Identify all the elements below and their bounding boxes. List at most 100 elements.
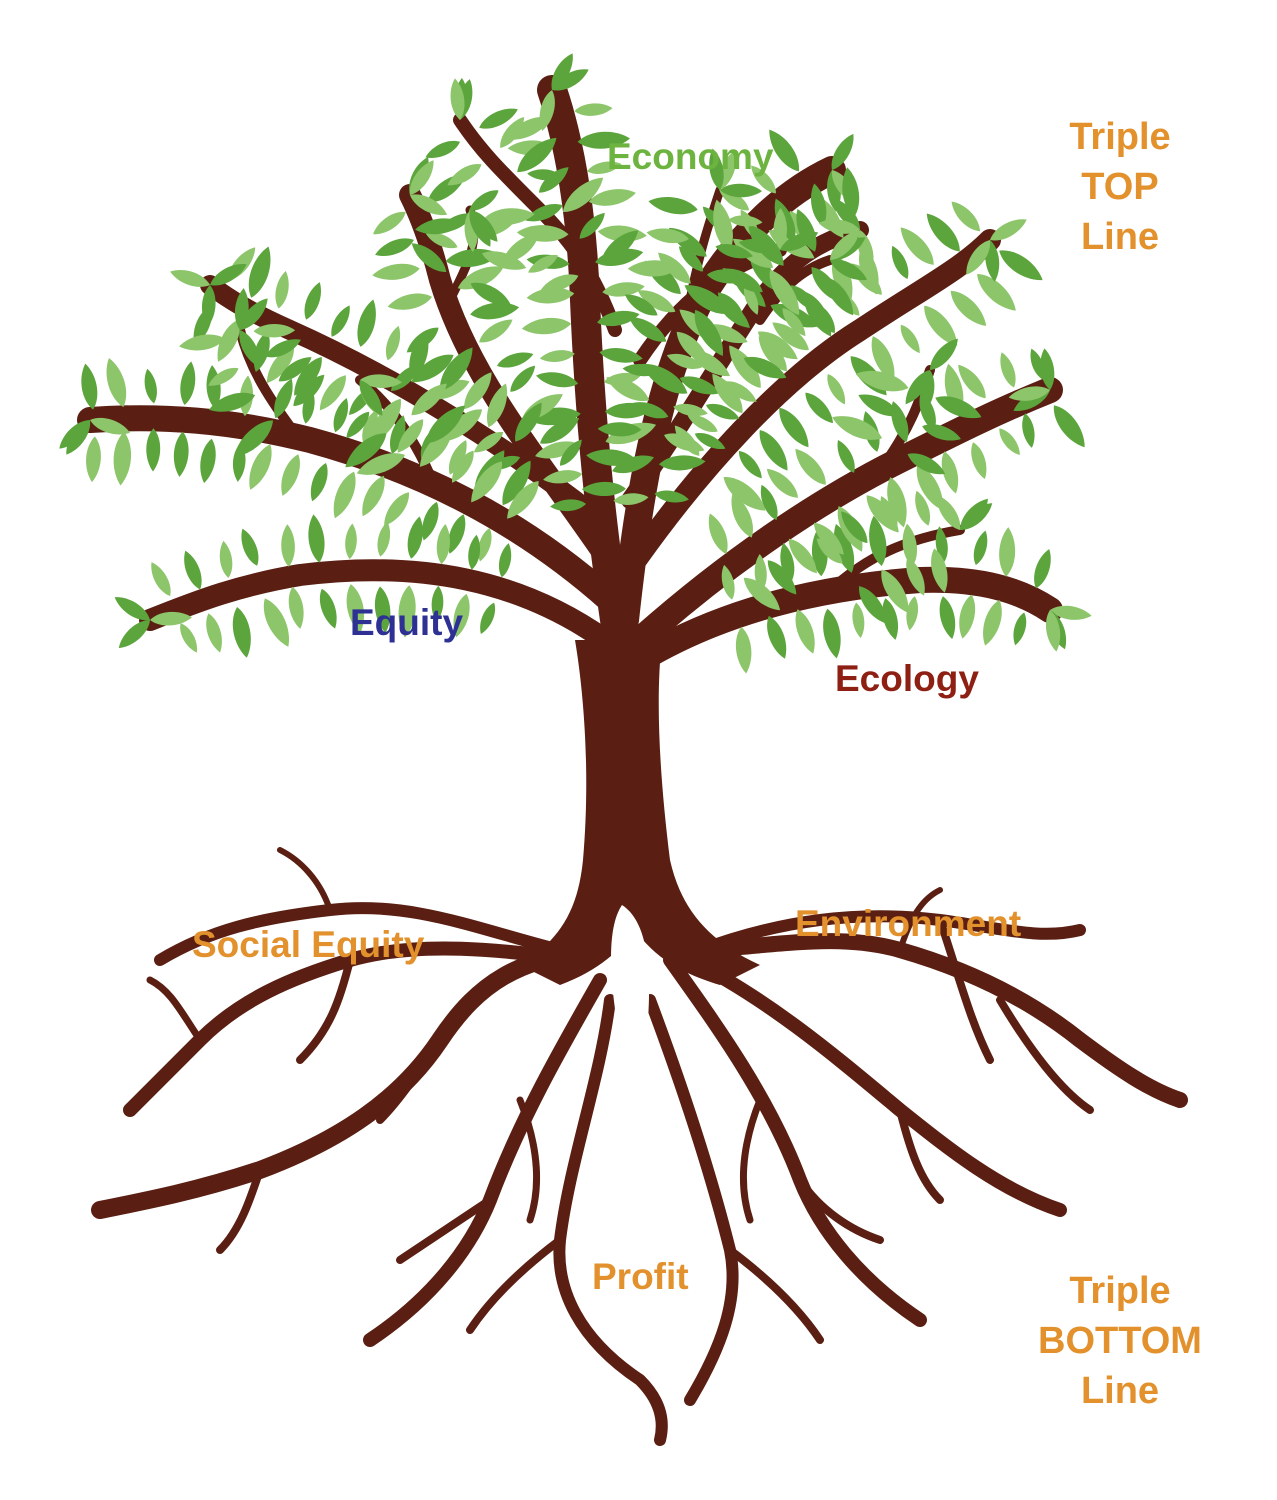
leaf [627, 260, 679, 277]
leaf [90, 417, 131, 435]
leaf [880, 496, 898, 530]
leaf [345, 523, 357, 560]
leaf [398, 585, 416, 638]
leaf [931, 548, 948, 593]
leaf [184, 550, 202, 590]
leaf [390, 415, 406, 454]
leaf [540, 418, 580, 444]
leaf [479, 108, 518, 129]
leaf [266, 346, 294, 383]
leaf [641, 363, 688, 394]
leaf [935, 396, 982, 419]
trunk-shape [520, 640, 760, 985]
leaf [517, 137, 557, 173]
leaf [950, 290, 987, 326]
leaf [855, 370, 909, 392]
leaf [837, 440, 855, 473]
leaf [728, 215, 763, 227]
leaf [624, 294, 658, 316]
leaf [830, 230, 860, 260]
leaf [151, 562, 171, 596]
leaf [409, 160, 434, 195]
leaf [772, 322, 809, 351]
triple-top-line-label: Triple TOP Line [1040, 112, 1200, 262]
leaf [713, 199, 733, 253]
leaf [150, 611, 192, 626]
leaf [612, 455, 654, 474]
leaf [385, 325, 401, 361]
leaf [796, 209, 817, 252]
leaf [735, 626, 752, 674]
leaf [479, 319, 513, 343]
leaf [372, 263, 420, 280]
leaf [360, 374, 402, 388]
leaf [333, 471, 356, 519]
branch-10 [621, 221, 869, 509]
leaf [470, 302, 520, 320]
leaf [464, 372, 492, 410]
leaf [907, 453, 946, 475]
leaf [999, 527, 1016, 577]
root-12 [296, 956, 354, 1064]
leaf [706, 269, 751, 284]
tree-roots [91, 847, 1188, 1446]
leaf [738, 450, 762, 479]
leaf [370, 398, 401, 444]
leaf [920, 370, 935, 412]
leaf [891, 245, 909, 279]
leaf [359, 380, 383, 416]
leaf [782, 308, 806, 337]
leaf [411, 383, 447, 416]
leaf [375, 238, 414, 256]
leaf [515, 402, 542, 442]
root-9 [683, 953, 1067, 1217]
leaf [805, 392, 834, 424]
leaf [881, 569, 909, 613]
leaf [588, 189, 636, 206]
leaf [478, 528, 492, 562]
root-21 [726, 1246, 824, 1344]
leaf [871, 336, 895, 383]
leaf [687, 414, 718, 432]
bottom-line-word-1: Triple [1069, 1270, 1171, 1312]
leaf [114, 597, 150, 621]
leaf [915, 490, 931, 526]
top-line-word-3: Line [1080, 216, 1160, 259]
leaf [357, 299, 376, 347]
leaf [66, 420, 91, 455]
leaf [729, 345, 761, 388]
leaf [453, 593, 470, 638]
leaf [723, 476, 766, 511]
leaf [760, 484, 778, 521]
leaf [581, 481, 626, 497]
leaf [587, 161, 622, 174]
leaf [971, 442, 987, 480]
leaf [602, 282, 645, 297]
leaf [521, 317, 572, 335]
leaf [468, 534, 481, 570]
leaf [540, 274, 579, 292]
leaf [538, 167, 569, 193]
leaf [552, 69, 589, 91]
leaf [869, 515, 887, 566]
root-11 [376, 1036, 444, 1124]
leaf [241, 528, 259, 566]
leaf [597, 422, 642, 437]
root-8 [672, 933, 1188, 1108]
leaf [706, 324, 748, 344]
leaf [253, 324, 296, 338]
leaf [1000, 352, 1016, 388]
leaf [767, 560, 797, 595]
leaf [425, 232, 458, 249]
root-13 [216, 1166, 264, 1254]
leaf [659, 455, 706, 471]
leaf [450, 78, 465, 120]
root-14 [396, 1196, 494, 1264]
leaf [419, 429, 452, 467]
leaf [803, 291, 832, 337]
leaf [452, 450, 474, 483]
label-economy: Economy [607, 136, 774, 177]
leaf [666, 353, 703, 369]
leaf [281, 454, 300, 496]
leaf [818, 219, 860, 234]
